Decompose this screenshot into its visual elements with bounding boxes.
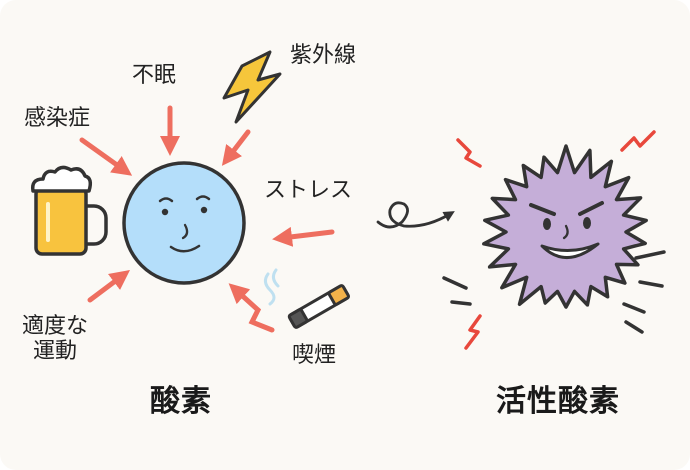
arrow-stress bbox=[272, 226, 335, 247]
oxygen-character bbox=[122, 161, 246, 285]
title-oxygen: 酸素 bbox=[150, 384, 212, 419]
anger-marks bbox=[456, 130, 656, 350]
lightning-icon bbox=[222, 50, 282, 124]
label-smoking: 喫煙 bbox=[292, 343, 337, 368]
beer-mug-icon bbox=[30, 165, 108, 256]
transform-arrow bbox=[376, 201, 455, 229]
active-oxygen-character bbox=[482, 144, 648, 309]
label-stress: ストレス bbox=[264, 178, 353, 203]
arrow-smoking bbox=[228, 283, 275, 333]
cause-arrows bbox=[79, 105, 335, 333]
arrow-infection bbox=[79, 137, 133, 176]
arrow-exercise bbox=[87, 270, 130, 303]
cigarette-icon bbox=[263, 268, 350, 329]
label-uv: 紫外線 bbox=[290, 43, 357, 68]
label-sleeplessness: 不眠 bbox=[132, 63, 177, 88]
motion-lines bbox=[442, 250, 666, 334]
label-infection: 感染症 bbox=[24, 106, 91, 131]
title-active-oxygen: 活性酸素 bbox=[496, 384, 620, 419]
label-exercise: 適度な 運動 bbox=[22, 314, 89, 365]
arrow-uv bbox=[221, 129, 251, 166]
